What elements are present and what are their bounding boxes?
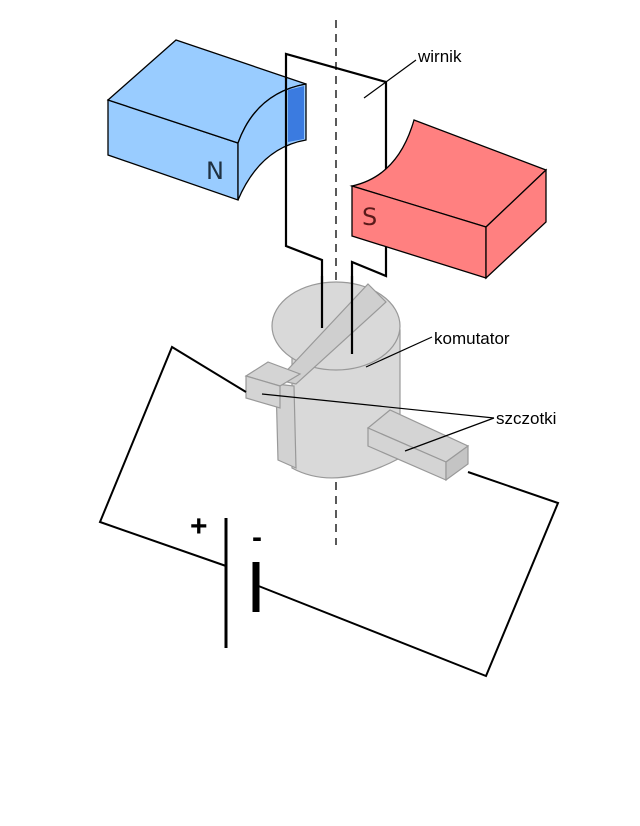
brush-leader-line-left [261,393,495,419]
rotor-leader-line [363,59,417,99]
magnet-south-side [485,168,547,280]
commutator-slit [276,283,387,385]
battery-minus-sign: - [252,521,262,554]
label-commutator: komutator [434,329,510,348]
commutator-separator [275,383,297,469]
battery: + - [190,510,262,648]
magnet-south: S [349,119,548,280]
brush-left [244,361,302,409]
circuit-wire-left [98,345,247,567]
brush-leader-line-right [404,417,495,452]
label-rotor: wirnik [417,47,462,66]
brush-right [366,409,470,482]
battery-plus-sign: + [190,510,208,543]
brush-right-end [445,444,469,482]
magnet-north: N [106,39,307,201]
commutator-leader-line [365,336,433,368]
brush-left-front [245,375,281,409]
rotor-coil [284,52,388,352]
magnet-south-letter: S [362,203,377,231]
magnet-north-shadow [288,86,304,142]
magnet-north-letter: N [206,157,224,185]
circuit-wire-right [255,471,560,678]
label-brushes: szczotki [496,409,556,428]
